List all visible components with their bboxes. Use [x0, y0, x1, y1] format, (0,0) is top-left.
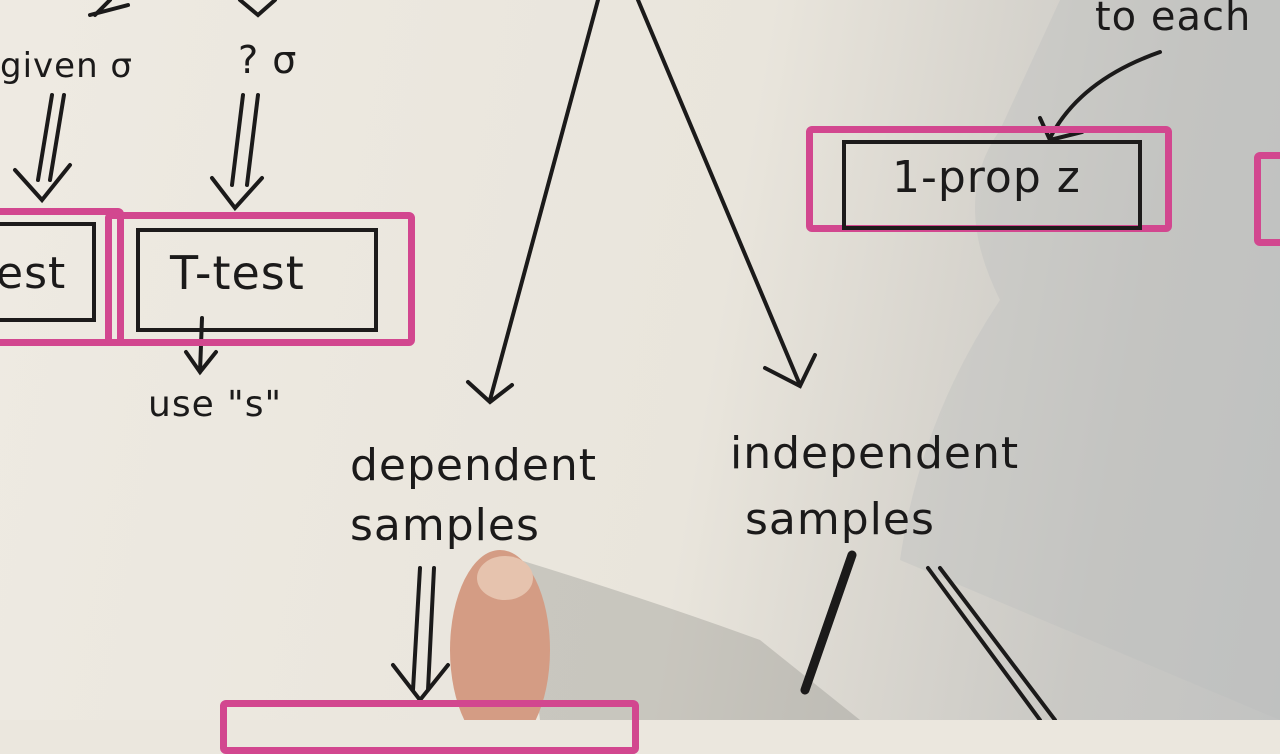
to-each-label: to each	[1095, 0, 1252, 40]
arrowhead	[763, 353, 817, 389]
given-sigma-label: given σ	[0, 46, 133, 86]
use-s-label: use "s"	[148, 384, 283, 425]
highlight-bottom-box	[220, 700, 639, 754]
double-arrow-dependent	[391, 566, 450, 704]
finger-shadow	[520, 560, 860, 720]
arrow-top-mid	[238, 0, 277, 18]
z-test-box	[0, 222, 96, 322]
dependent-samples-label: samples	[350, 500, 540, 551]
unknown-sigma-label: ? σ	[238, 38, 298, 82]
double-arrow-z	[13, 93, 72, 204]
paper-background	[0, 0, 1280, 720]
arrowhead	[466, 380, 514, 405]
dependent-label: dependent	[350, 440, 598, 491]
hand-shadow	[900, 0, 1280, 720]
independent-samples-label: samples	[745, 494, 935, 545]
arrow-independent-right	[926, 566, 1057, 720]
independent-label: independent	[730, 428, 1020, 479]
double-arrow-t	[210, 93, 264, 212]
highlight-z-test	[0, 208, 124, 346]
fingernail	[477, 556, 533, 600]
highlight-t-test	[105, 212, 415, 346]
1-prop-z-box	[842, 140, 1142, 230]
t-test-box	[136, 228, 378, 332]
arrow-to-dependent	[488, 0, 600, 402]
highlight-partial-right	[1254, 152, 1280, 246]
arrow-independent-left	[800, 550, 857, 695]
arrow-top-left	[88, 0, 130, 17]
t-test-label: T-test	[170, 246, 305, 300]
1-prop-z-label: 1-prop z	[892, 152, 1081, 203]
arrow-to-independent	[636, 0, 802, 387]
diagram-arrows	[13, 0, 1280, 720]
z-test-label: est	[0, 248, 67, 299]
